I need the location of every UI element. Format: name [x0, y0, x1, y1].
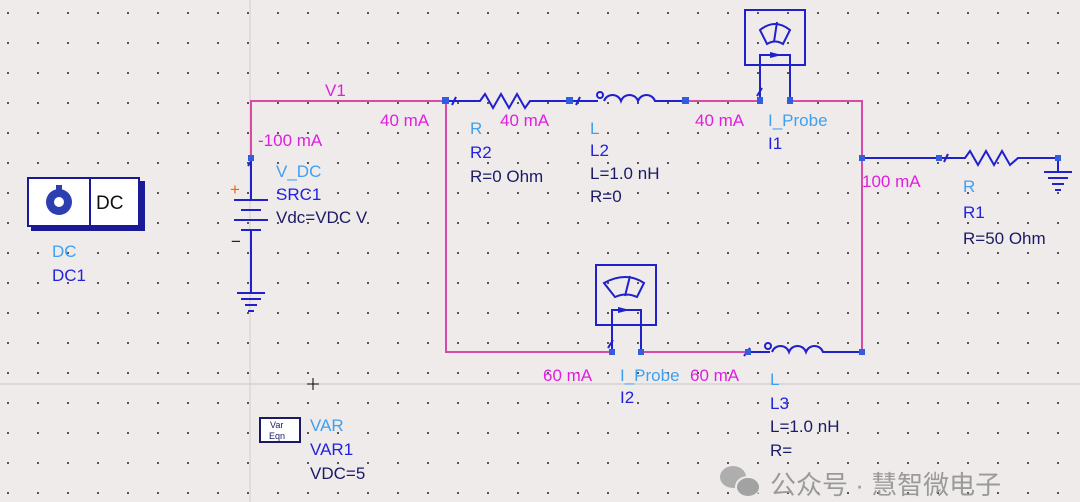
i2-type: I_Probe — [620, 366, 680, 385]
wire-right[interactable] — [790, 100, 863, 352]
ground-icon — [1044, 171, 1072, 191]
wire-v1[interactable] — [250, 100, 446, 158]
i2-name: I2 — [620, 388, 634, 407]
var1-param: VDC=5 — [310, 464, 365, 483]
dc1-name: DC1 — [52, 266, 86, 285]
inductor-l2[interactable] — [570, 91, 686, 106]
src1-name: SRC1 — [276, 185, 321, 204]
var-icon-line2: Eqn — [269, 431, 285, 441]
resistor-r1[interactable] — [862, 148, 1059, 172]
net-label-v1: V1 — [325, 81, 346, 100]
var-icon-line1: Var — [270, 420, 283, 430]
r2-name: R2 — [470, 143, 492, 162]
l2-param-r: R=0 — [590, 187, 622, 206]
l3-param-l: L=1.0 nH — [770, 417, 839, 436]
dc-icon-label: DC — [96, 193, 123, 214]
l2-name: L2 — [590, 141, 609, 160]
var1-type: VAR — [310, 416, 344, 435]
gear-icon — [46, 185, 72, 215]
r1-name: R1 — [963, 203, 985, 222]
src1-param: Vdc=VDC V — [276, 208, 368, 227]
wires[interactable] — [250, 100, 863, 353]
current-probe-i1[interactable] — [744, 9, 806, 101]
l3-name: L3 — [770, 394, 789, 413]
plus-sign: + — [230, 180, 240, 199]
voltage-source-src1[interactable] — [234, 157, 268, 312]
current-src: -100 mA — [258, 131, 323, 150]
r1-type: R — [963, 177, 975, 196]
watermark-text: 公众号 · 慧智微电子 — [770, 470, 1001, 500]
r2-param: R=0 Ohm — [470, 167, 543, 186]
resistor-r2[interactable] — [446, 91, 570, 111]
l3-param-r: R= — [770, 441, 792, 460]
dc-simulation-controller[interactable]: DC — [27, 177, 145, 231]
origin-crosshair — [307, 378, 319, 390]
var1-name: VAR1 — [310, 440, 353, 459]
l2-type: L — [590, 119, 599, 138]
wire-left-branch[interactable] — [445, 101, 612, 353]
l2-param-l: L=1.0 nH — [590, 164, 659, 183]
current-r2: 40 mA — [500, 111, 550, 130]
l3-type: L — [770, 370, 779, 389]
current-right-branch: 100 mA — [862, 172, 921, 191]
current-node-left: 40 mA — [380, 111, 430, 130]
current-l2-out: 40 mA — [695, 111, 745, 130]
i1-name: I1 — [768, 134, 782, 153]
current-probe-i2[interactable] — [595, 264, 657, 352]
var-equation-block[interactable]: Var Eqn — [259, 417, 301, 443]
wechat-icon — [720, 466, 761, 498]
current-i2-left: 60 mA — [543, 366, 593, 385]
r2-type: R — [470, 119, 482, 138]
current-i2-right: 60 mA — [690, 366, 740, 385]
r1-param: R=50 Ohm — [963, 229, 1046, 248]
pin-nodes — [248, 97, 1061, 355]
i1-type: I_Probe — [768, 111, 828, 130]
src1-type: V_DC — [276, 162, 321, 181]
minus-sign: − — [231, 232, 241, 251]
dc1-type: DC — [52, 242, 77, 261]
